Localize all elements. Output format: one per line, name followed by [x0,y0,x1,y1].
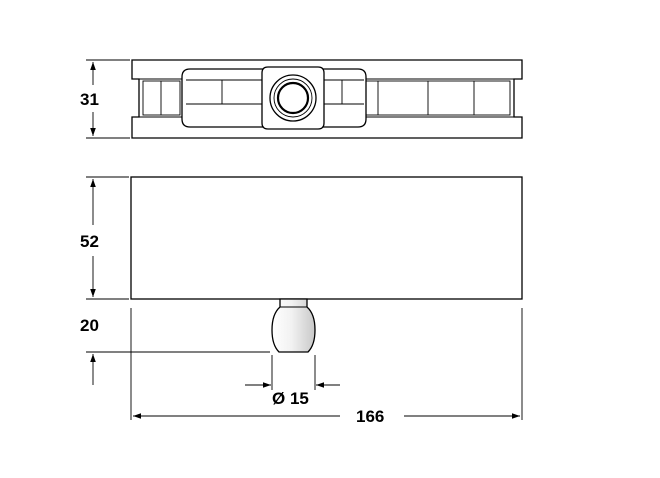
left-block [142,80,181,116]
pin [271,298,316,353]
right-block [365,80,511,116]
front-view [130,176,523,353]
body-rectangle [130,176,523,300]
label-20: 20 [80,316,99,335]
top-view [131,59,523,139]
boss-middle-ring [273,78,313,118]
screw-head [276,81,310,115]
label-52: 52 [80,232,99,251]
label-31: 31 [80,90,99,109]
dimension-labels: 31 52 20 Ø 15 166 [80,90,384,426]
label-diameter-15: Ø 15 [272,389,309,408]
label-166: 166 [356,407,384,426]
dimension-lines [86,59,523,420]
boss-outer-ring [269,74,317,122]
